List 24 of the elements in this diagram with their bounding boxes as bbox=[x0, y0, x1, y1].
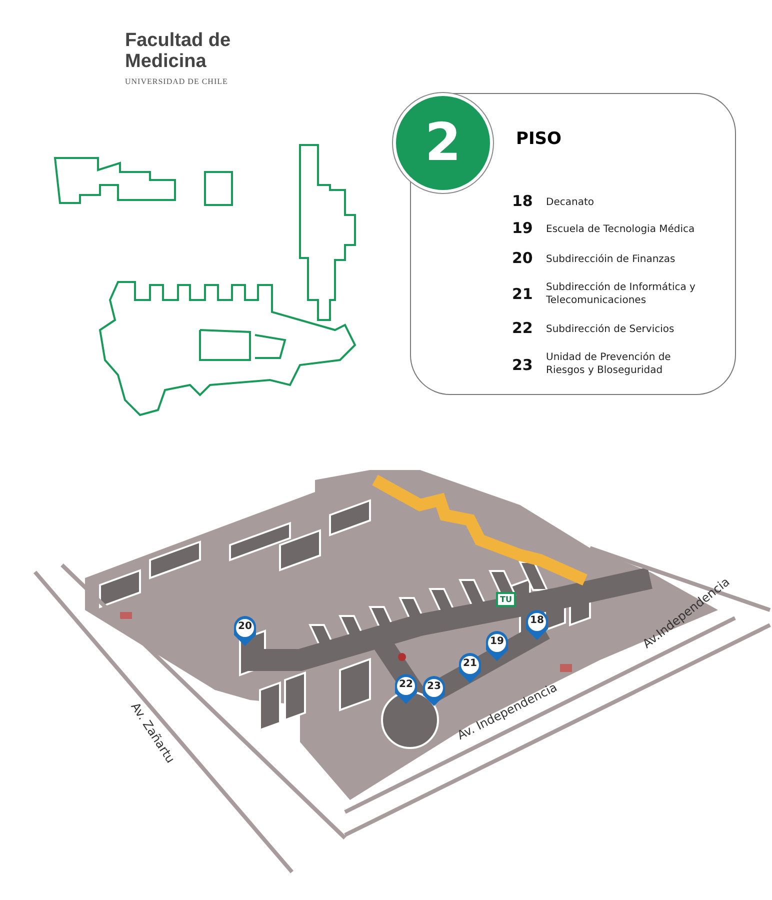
location-pin: 19 bbox=[484, 630, 510, 662]
card-heading: PISO bbox=[516, 129, 562, 149]
floor-info-card bbox=[410, 93, 736, 395]
location-pin: 20 bbox=[232, 615, 258, 647]
sign-marker: TU bbox=[496, 592, 516, 607]
faculty-name: Facultad de Medicina bbox=[125, 30, 232, 72]
location-pin: 18 bbox=[524, 609, 550, 641]
room-number: 18 bbox=[512, 192, 533, 210]
location-pin: 23 bbox=[421, 675, 447, 707]
room-number: 20 bbox=[512, 249, 533, 267]
room-number: 19 bbox=[512, 219, 533, 237]
floor-number-badge: 2 bbox=[393, 93, 493, 193]
room-name: Subdirección de Servicios bbox=[546, 323, 676, 336]
room-number: 21 bbox=[512, 285, 533, 303]
room-number: 23 bbox=[512, 356, 533, 374]
location-pin: 22 bbox=[393, 673, 419, 705]
room-name: Unidad de Prevención de Riesgos y Bloseguridad bbox=[546, 351, 672, 377]
room-name: Escuela de Tecnologia Médica bbox=[546, 223, 696, 236]
room-name: Subdirección de Informática y Telecomunicaciones bbox=[546, 281, 696, 307]
room-name: Decanato bbox=[546, 196, 595, 209]
university-name: UNIVERSIDAD DE CHILE bbox=[125, 77, 228, 86]
room-number: 22 bbox=[512, 319, 533, 337]
location-pin: 21 bbox=[457, 652, 483, 684]
room-name: Subdireccióin de Finanzas bbox=[546, 253, 676, 266]
